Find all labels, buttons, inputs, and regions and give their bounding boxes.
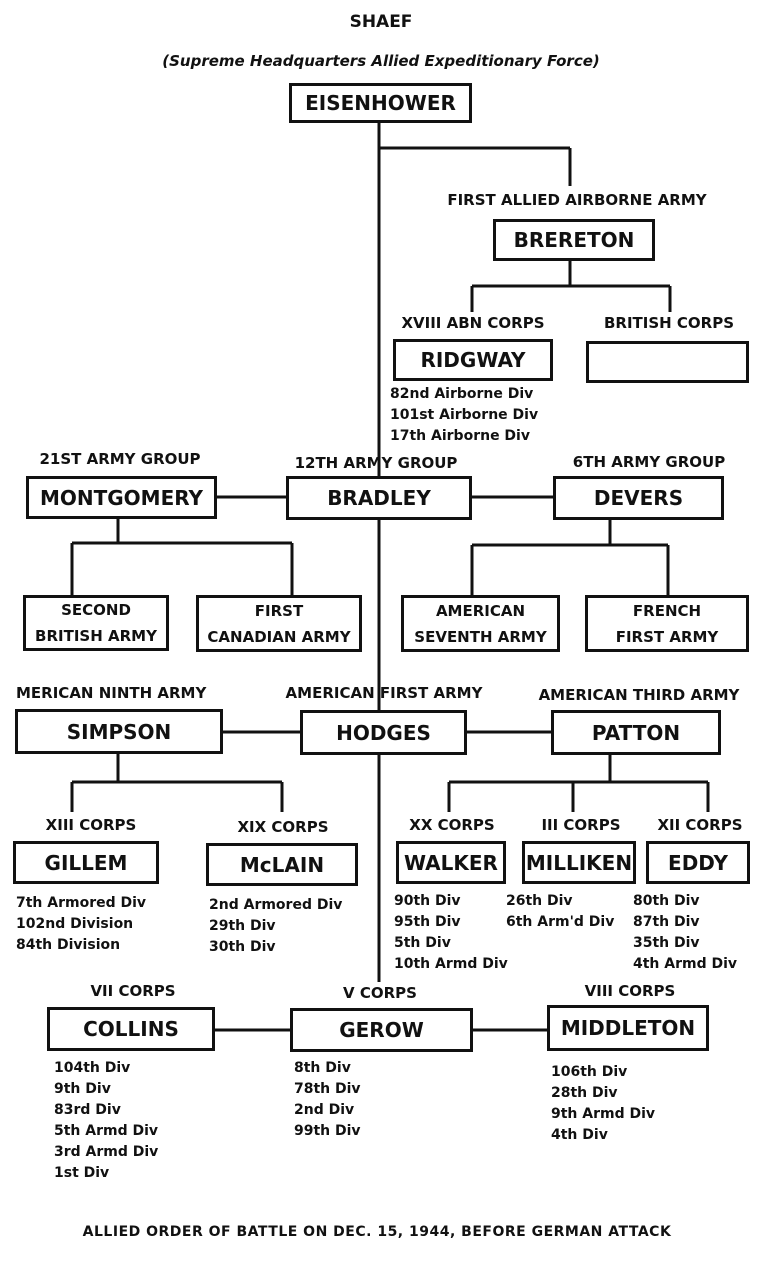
middleton-box: MIDDLETON (547, 1005, 709, 1051)
division-item: 99th Div (294, 1123, 361, 1139)
mclain-box: McLAIN (206, 843, 358, 886)
montgomery-box: MONTGOMERY (26, 476, 217, 519)
division-item: 3rd Armd Div (54, 1144, 159, 1160)
box-line: BRITISH ARMY (35, 627, 157, 645)
division-item: 35th Div (633, 935, 700, 951)
french-first-army-box: FRENCH FIRST ARMY (585, 595, 749, 652)
division-item: 5th Armd Div (54, 1123, 159, 1139)
division-item: 8th Div (294, 1060, 351, 1076)
division-item: 5th Div (394, 935, 451, 951)
division-item: 84th Division (16, 937, 121, 953)
box-line: FIRST (254, 601, 304, 620)
gillem-box: GILLEM (13, 841, 159, 884)
v-corps-label: V CORPS (343, 984, 417, 1002)
division-item: 101st Airborne Div (390, 407, 539, 423)
division-item: 2nd Div (294, 1102, 355, 1118)
british-corps-label: BRITISH CORPS (603, 314, 735, 332)
eddy-box: EDDY (646, 841, 750, 884)
vii-corps-division-list: 104th Div 9th Div 83rd Div 5th Armd Div … (54, 1058, 158, 1184)
division-item: 17th Airborne Div (390, 428, 530, 444)
box-line: AMERICAN (435, 601, 526, 620)
division-item: 2nd Armored Div (209, 897, 343, 913)
xiii-corps-label: XIII CORPS (45, 816, 137, 834)
box-line: FIRST ARMY (615, 627, 719, 646)
iii-corps-division-list: 26th Div 6th Arm'd Div (506, 891, 614, 933)
v-corps-division-list: 8th Div 78th Div 2nd Div 99th Div (294, 1058, 361, 1142)
iii-corps-label: III CORPS (541, 816, 621, 834)
gerow-box: GEROW (290, 1008, 473, 1052)
page-title: SHAEF (349, 12, 413, 32)
xviii-abn-corps-label: XVIII ABN CORPS (401, 314, 545, 332)
american-seventh-army-box: AMERICAN SEVENTH ARMY (401, 595, 560, 652)
devers-box: DEVERS (553, 476, 724, 520)
division-item: 9th Armd Div (551, 1106, 656, 1122)
division-item: 6th Arm'd Div (506, 914, 615, 930)
xx-corps-division-list: 90th Div 95th Div 5th Div 10th Armd Div (394, 891, 508, 975)
division-item: 1st Div (54, 1165, 110, 1181)
division-item: 82nd Airborne Div (390, 386, 534, 402)
xx-corps-label: XX CORPS (409, 816, 495, 834)
xii-corps-division-list: 80th Div 87th Div 35th Div 4th Armd Div (633, 891, 737, 975)
division-item: 10th Armd Div (394, 956, 508, 972)
division-item: 7th Armored Div (16, 895, 147, 911)
milliken-box: MILLIKEN (522, 841, 636, 884)
division-item: 83rd Div (54, 1102, 121, 1118)
division-item: 4th Armd Div (633, 956, 738, 972)
ninth-army-label: MERICAN NINTH ARMY (16, 684, 207, 702)
xix-corps-division-list: 2nd Armored Div 29th Div 30th Div (209, 895, 342, 958)
division-item: 106th Div (551, 1064, 628, 1080)
box-line: CANADIAN ARMY (207, 627, 351, 646)
xix-corps-label: XIX CORPS (237, 818, 329, 836)
simpson-box: SIMPSON (15, 709, 223, 754)
first-army-label: AMERICAN FIRST ARMY (285, 684, 483, 702)
21st-army-group-label: 21ST ARMY GROUP (39, 450, 201, 468)
division-item: 90th Div (394, 893, 461, 909)
division-item: 9th Div (54, 1081, 111, 1097)
division-item: 102nd Division (16, 916, 134, 932)
division-item: 95th Div (394, 914, 461, 930)
british-corps-box (586, 341, 749, 383)
box-line: SECOND (61, 601, 131, 619)
box-line: SEVENTH ARMY (414, 627, 547, 646)
xiii-corps-division-list: 7th Armored Div 102nd Division 84th Divi… (16, 893, 146, 956)
second-british-army-box: SECOND BRITISH ARMY (23, 595, 169, 651)
viii-corps-division-list: 106th Div 28th Div 9th Armd Div 4th Div (551, 1062, 655, 1146)
12th-army-group-label: 12TH ARMY GROUP (294, 454, 458, 472)
page-subtitle: (Supreme Headquarters Allied Expeditiona… (162, 52, 600, 70)
division-item: 4th Div (551, 1127, 608, 1143)
division-item: 87th Div (633, 914, 700, 930)
division-item: 104th Div (54, 1060, 131, 1076)
ridgway-box: RIDGWAY (393, 339, 553, 381)
brereton-box: BRERETON (493, 219, 655, 261)
division-item: 29th Div (209, 918, 276, 934)
box-line: FRENCH (632, 601, 702, 620)
first-canadian-army-box: FIRST CANADIAN ARMY (196, 595, 362, 652)
hodges-box: HODGES (300, 710, 467, 755)
eisenhower-box: EISENHOWER (289, 83, 472, 123)
walker-box: WALKER (396, 841, 506, 884)
division-item: 78th Div (294, 1081, 361, 1097)
third-army-label: AMERICAN THIRD ARMY (538, 686, 740, 704)
6th-army-group-label: 6TH ARMY GROUP (572, 453, 726, 471)
airborne-army-label: FIRST ALLIED AIRBORNE ARMY (447, 191, 707, 209)
viii-corps-label: VIII CORPS (584, 982, 676, 1000)
division-item: 80th Div (633, 893, 700, 909)
xii-corps-label: XII CORPS (657, 816, 743, 834)
division-item: 26th Div (506, 893, 573, 909)
footer-caption: ALLIED ORDER OF BATTLE ON DEC. 15, 1944,… (82, 1224, 672, 1240)
bradley-box: BRADLEY (286, 476, 472, 520)
patton-box: PATTON (551, 710, 721, 755)
xviii-abn-division-list: 82nd Airborne Div 101st Airborne Div 17t… (390, 384, 538, 447)
division-item: 28th Div (551, 1085, 618, 1101)
vii-corps-label: VII CORPS (90, 982, 176, 1000)
collins-box: COLLINS (47, 1007, 215, 1051)
division-item: 30th Div (209, 939, 276, 955)
